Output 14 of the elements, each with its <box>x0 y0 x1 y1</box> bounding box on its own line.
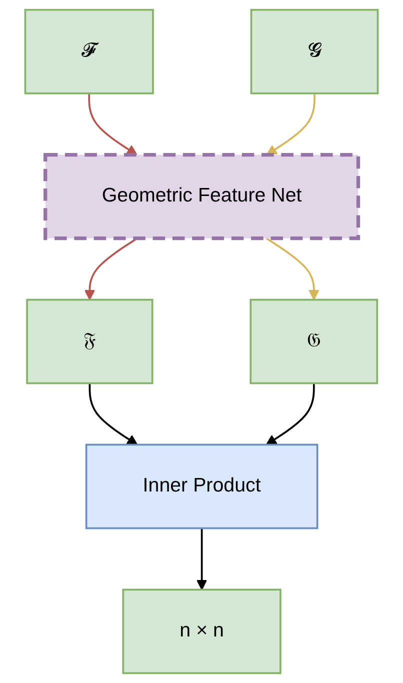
arrow <box>84 238 138 300</box>
node-box: 𝔊 <box>250 298 378 384</box>
node-box: n × n <box>122 588 282 674</box>
node-box: 𝓖 <box>250 8 379 94</box>
node-box: Geometric Feature Net <box>44 152 360 240</box>
arrow <box>266 93 316 156</box>
arrow <box>196 528 208 590</box>
arrow <box>266 238 320 300</box>
node-box: 𝔉 <box>26 298 154 384</box>
arrow <box>266 383 315 446</box>
arrow <box>88 383 138 446</box>
arrow <box>88 93 138 156</box>
node-box: 𝓕 <box>24 8 154 94</box>
node-box: Inner Product <box>85 444 318 530</box>
